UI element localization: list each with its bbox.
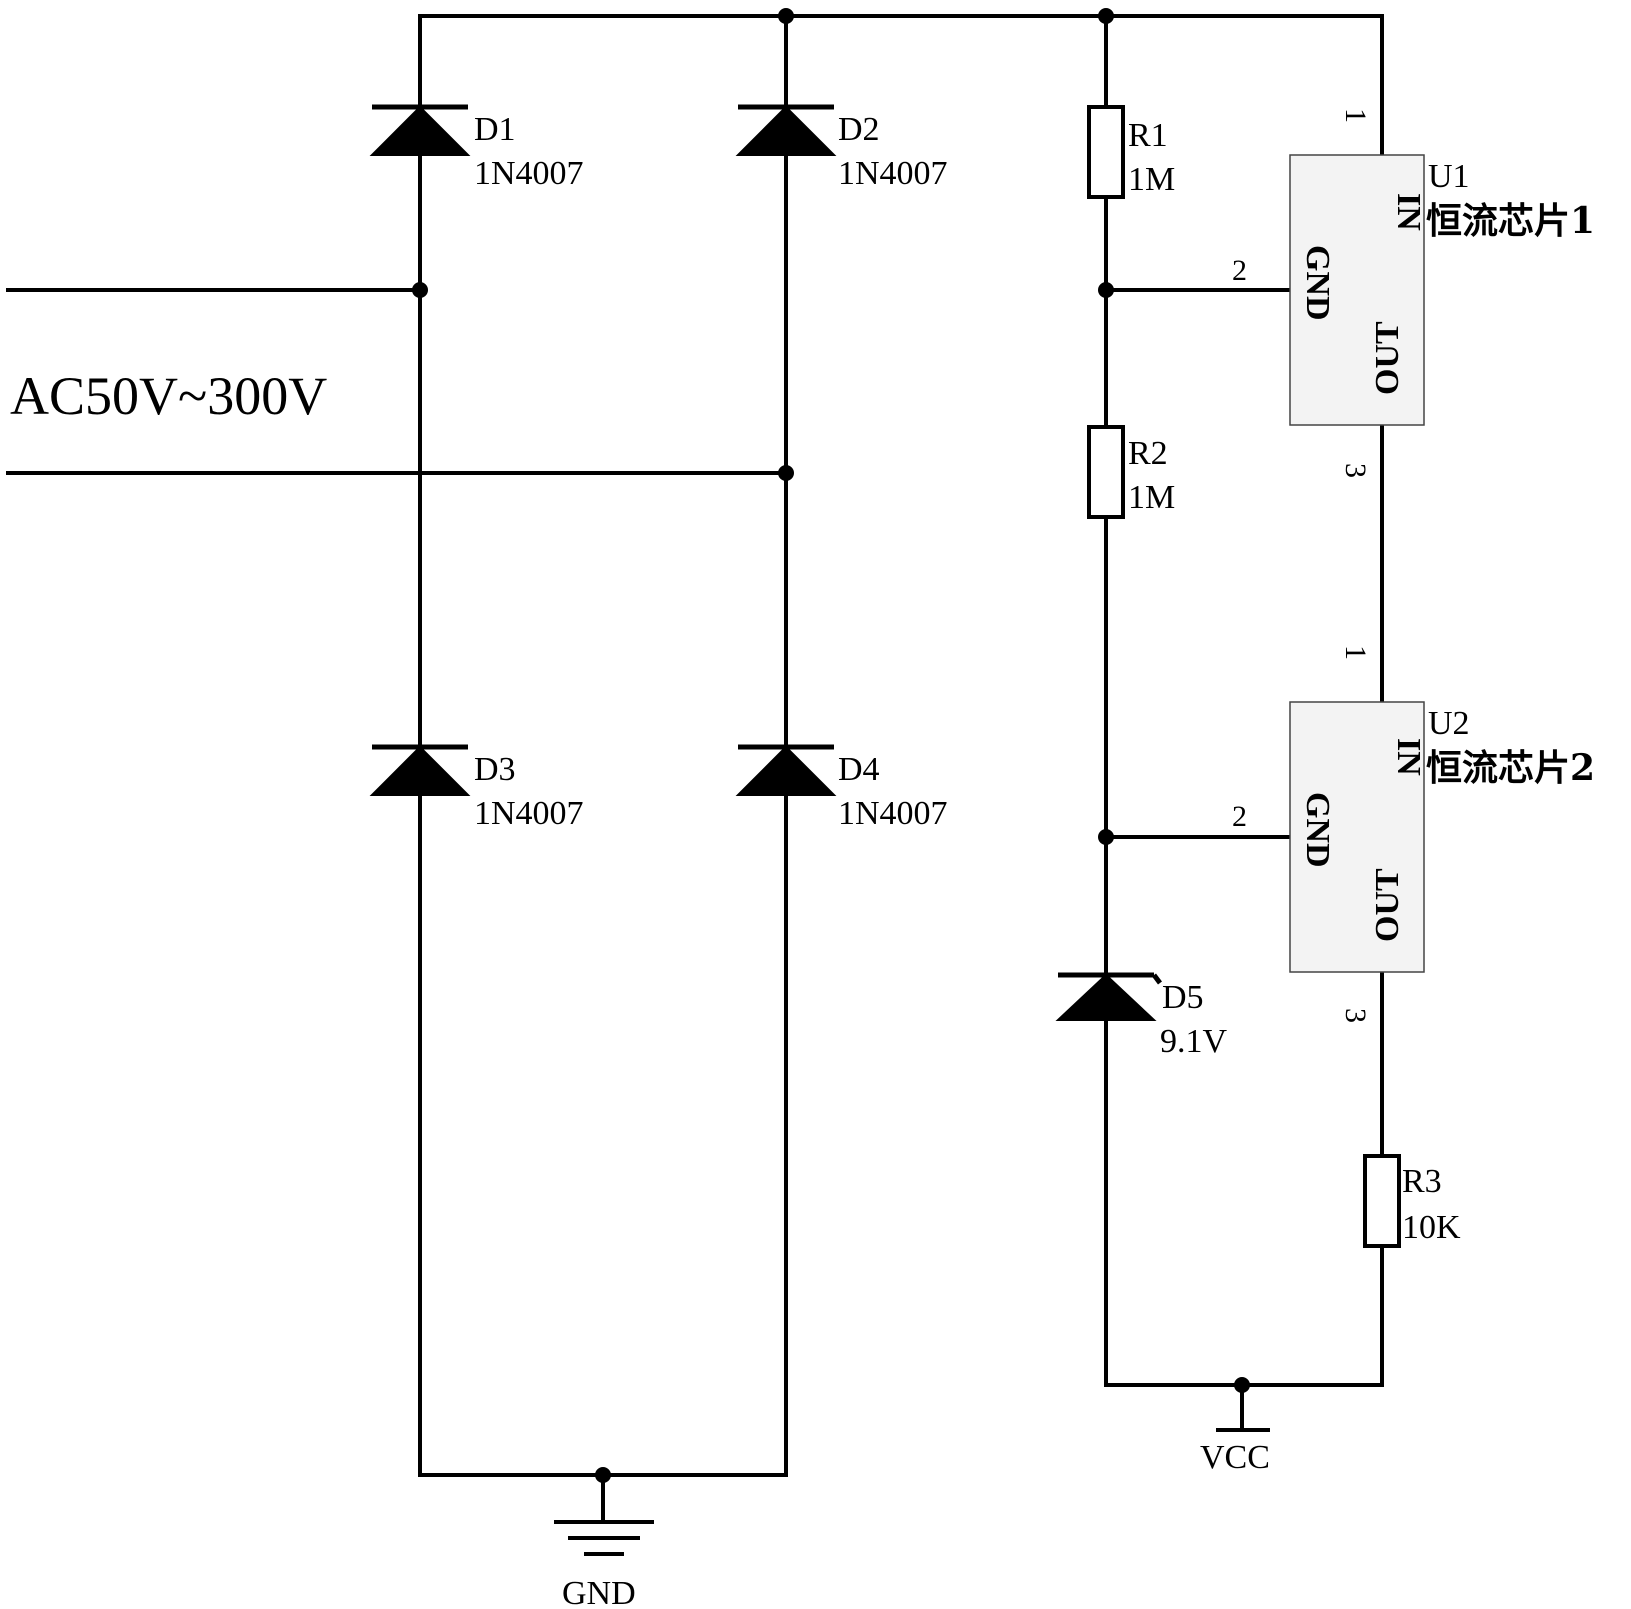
diode-d4 <box>735 744 837 796</box>
d4-ref: D4 <box>838 751 880 788</box>
u2-pin-in: IN <box>1390 738 1427 776</box>
u1-ref: U1 <box>1428 158 1470 195</box>
ac-input-label: AC50V~300V <box>10 366 327 426</box>
r1-value: 1M <box>1128 161 1175 198</box>
d1-ref: D1 <box>474 111 516 148</box>
r3-value: 10K <box>1402 1209 1461 1246</box>
u2-name: 恒流芯片2 <box>1426 747 1595 789</box>
zener-diode-d5 <box>1055 972 1162 1021</box>
d5-value: 9.1V <box>1160 1023 1228 1060</box>
u2-pin2-number: 2 <box>1232 800 1247 833</box>
resistor-r1 <box>1087 105 1125 199</box>
gnd-label: GND <box>562 1575 636 1609</box>
d2-ref: D2 <box>838 111 880 148</box>
bridge-wires <box>6 14 1384 1524</box>
u2-ref: U2 <box>1428 705 1470 742</box>
r3-ref: R3 <box>1402 1163 1442 1200</box>
u1-pin2-number: 2 <box>1232 254 1247 287</box>
d2-value: 1N4007 <box>838 155 948 192</box>
junction-dots <box>412 8 1250 1483</box>
u1-pin3-number: 3 <box>1339 463 1372 478</box>
d3-value: 1N4007 <box>474 795 584 832</box>
r2-value: 1M <box>1128 479 1175 516</box>
u1-name: 恒流芯片1 <box>1426 200 1595 242</box>
d1-value: 1N4007 <box>474 155 584 192</box>
d3-ref: D3 <box>474 751 516 788</box>
u2-pin-gnd: GND <box>1299 792 1336 868</box>
vcc-label: VCC <box>1200 1439 1270 1476</box>
u2-pin-out: OUT <box>1369 868 1406 942</box>
resistor-r3 <box>1363 1154 1401 1248</box>
diode-d3 <box>369 744 471 796</box>
u2-pin1-number: 1 <box>1339 645 1372 660</box>
u1-pin-gnd: GND <box>1299 245 1336 321</box>
r1-ref: R1 <box>1128 117 1168 154</box>
d5-ref: D5 <box>1162 979 1204 1016</box>
u1-pin-out: OUT <box>1369 321 1406 395</box>
resistor-r2 <box>1087 425 1125 519</box>
ground-symbol <box>554 1520 654 1556</box>
r2-ref: R2 <box>1128 435 1168 472</box>
u1-pin1-number: 1 <box>1339 108 1372 123</box>
diode-d2 <box>735 104 837 156</box>
u2-pin3-number: 3 <box>1339 1008 1372 1023</box>
d4-value: 1N4007 <box>838 795 948 832</box>
diode-d1 <box>369 104 471 156</box>
chip-u1-body <box>1289 154 1425 426</box>
u1-pin-in: IN <box>1390 193 1427 231</box>
chip-u2-body <box>1289 701 1425 973</box>
